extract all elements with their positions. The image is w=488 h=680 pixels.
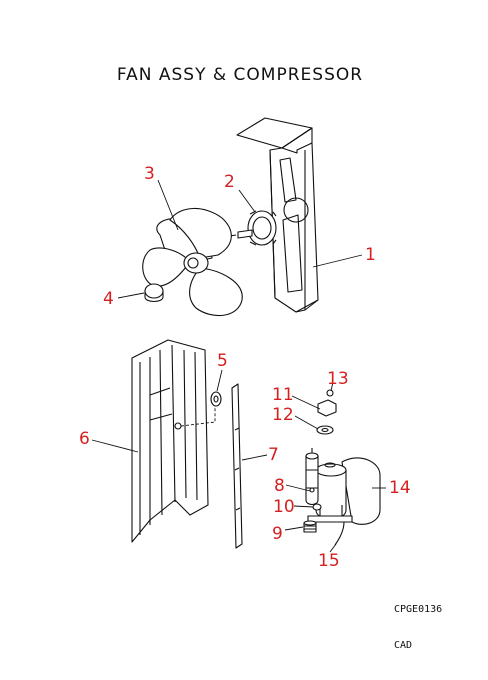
callout-4: 4 <box>103 289 114 309</box>
cad-label: CAD <box>394 640 412 651</box>
part-10-mount-foot <box>312 503 322 511</box>
part-11-terminal-cover <box>317 399 337 417</box>
diagram-title: FAN ASSY & COMPRESSOR <box>117 65 363 85</box>
callout-2: 2 <box>224 172 235 192</box>
callout-9: 9 <box>272 524 283 544</box>
callout-6: 6 <box>79 429 90 449</box>
callout-5: 5 <box>217 351 228 371</box>
part-3-fan-blade <box>142 207 243 317</box>
part-4-nut <box>144 283 164 303</box>
part-6-side-panel <box>131 339 216 543</box>
callout-10: 10 <box>273 497 295 517</box>
callout-12: 12 <box>272 405 294 425</box>
callout-14: 14 <box>389 478 411 498</box>
part-5-grommet <box>210 391 222 407</box>
callout-15: 15 <box>318 551 340 571</box>
part-12-clip <box>316 425 334 435</box>
part-14-compressor-jacket <box>341 457 381 525</box>
part-8-accumulator <box>309 487 315 493</box>
callout-labels: 1 2 3 4 5 6 7 8 9 10 11 12 13 14 15 <box>79 164 411 571</box>
callout-13: 13 <box>327 369 349 389</box>
callout-8: 8 <box>274 476 285 496</box>
drawing-code: CPGE0136 <box>394 604 442 615</box>
leader-lines <box>91 179 386 553</box>
part-9-rubber-cushion <box>303 520 317 533</box>
callout-11: 11 <box>272 385 294 405</box>
part-7-partition <box>231 383 243 549</box>
part-13-terminal-cap <box>326 389 334 397</box>
part-1-fan-bracket <box>236 117 319 313</box>
callout-7: 7 <box>268 445 279 465</box>
callout-1: 1 <box>365 245 376 265</box>
callout-3: 3 <box>144 164 155 184</box>
compressor-body <box>305 448 353 523</box>
part-15-lead-wire <box>334 521 345 546</box>
part-2-fan-motor <box>229 210 277 246</box>
